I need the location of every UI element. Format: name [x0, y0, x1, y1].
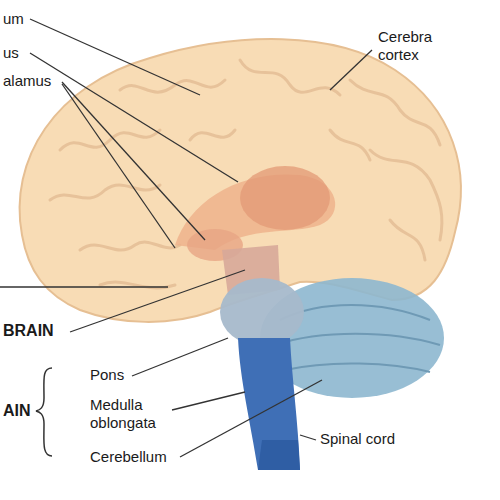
- part-label: alamus: [3, 72, 51, 90]
- spinal-cord-shape: [258, 440, 300, 470]
- part-label: us: [3, 44, 19, 62]
- leader-lines: [0, 19, 372, 457]
- medulla-shape: [238, 338, 300, 470]
- part-label: Cerebellum: [90, 448, 167, 466]
- part-label: BRAIN: [3, 322, 54, 340]
- pons-shape: [220, 278, 304, 346]
- cerebrum-shape: [20, 39, 461, 322]
- part-label: Spinal cord: [320, 430, 395, 448]
- thalamus-shape: [240, 166, 330, 230]
- group-bracket: [36, 368, 52, 456]
- part-label: AIN: [3, 402, 31, 420]
- part-label: Cerebra cortex: [378, 28, 440, 64]
- part-label: Medulla oblongata: [90, 396, 170, 432]
- part-label: Pons: [90, 366, 124, 384]
- part-label: um: [3, 10, 24, 28]
